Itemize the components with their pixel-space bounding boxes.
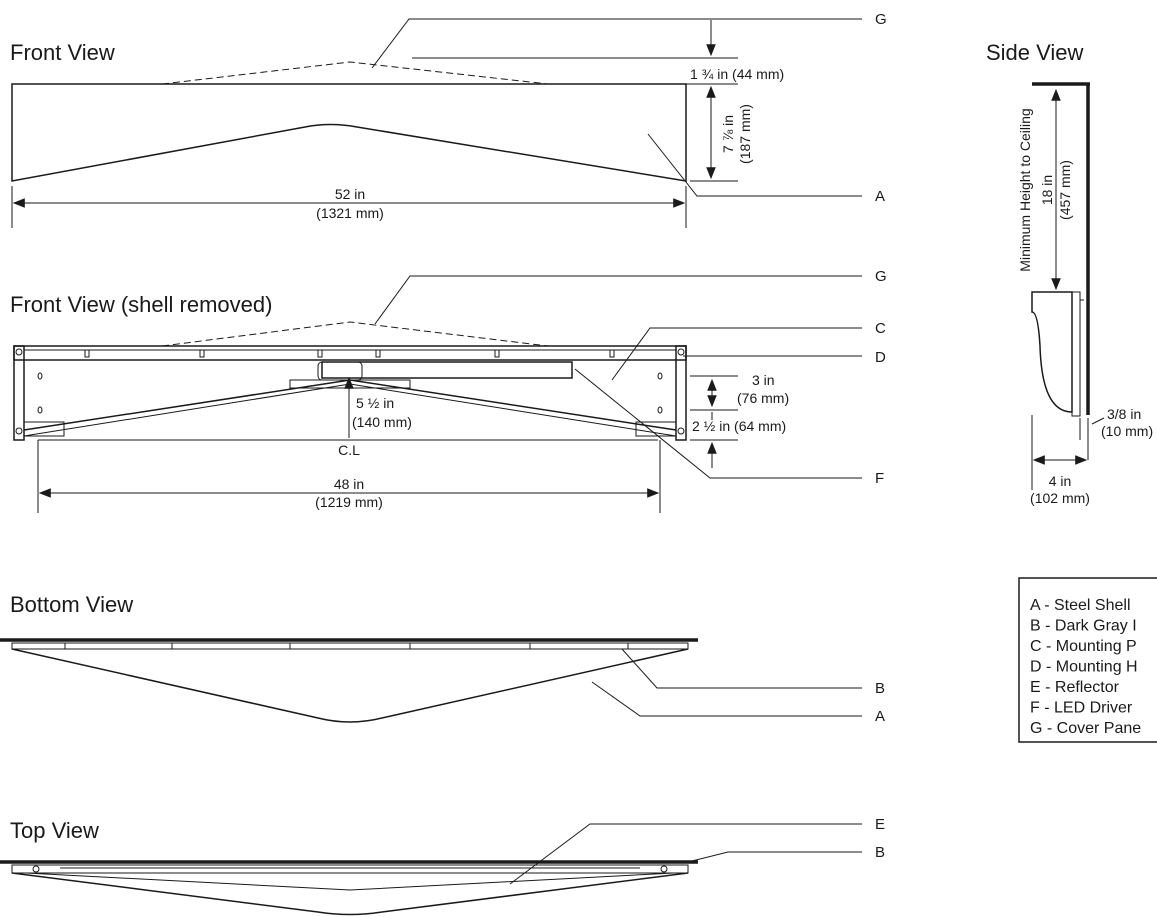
shell-height-in: 7 ⅞ in bbox=[720, 115, 736, 153]
bottom-callout-b: B bbox=[875, 680, 885, 697]
led-driver bbox=[321, 361, 573, 379]
top-leader-b bbox=[687, 851, 862, 863]
top-view-title: Top View bbox=[10, 818, 99, 843]
cover-height-label: 1 ¾ in (44 mm) bbox=[690, 66, 784, 82]
front-view-shell-removed: Front View (shell removed) bbox=[10, 268, 887, 513]
front-view: Front View 52 in (1321 mm) 1 ¾ in (44 mm… bbox=[10, 11, 887, 228]
front-width-in: 52 in bbox=[335, 186, 365, 202]
top-callout-e: E bbox=[875, 816, 885, 833]
gap-mm: (10 mm) bbox=[1101, 423, 1153, 439]
shell-leader-f bbox=[574, 368, 862, 479]
shell-height-mm: (187 mm) bbox=[737, 104, 753, 164]
depth-mm: (102 mm) bbox=[1030, 490, 1090, 506]
side-view-title: Side View bbox=[986, 40, 1084, 65]
shell-removed-cover-outline bbox=[161, 321, 549, 347]
mounting-hole bbox=[657, 372, 663, 380]
front-leader-g bbox=[371, 18, 862, 69]
legend-item: G - Cover Pane bbox=[1030, 720, 1141, 737]
legend-item: E - Reflector bbox=[1030, 679, 1120, 696]
front-leader-a bbox=[647, 133, 862, 197]
front-callout-a: A bbox=[875, 188, 885, 205]
mounting-hole bbox=[657, 406, 663, 414]
top-reflector-outline bbox=[25, 872, 675, 891]
shell-callout-f: F bbox=[875, 470, 884, 487]
depth-in: 4 in bbox=[1049, 473, 1072, 489]
ceiling-clearance-label: Minimum Height to Ceiling bbox=[1017, 108, 1033, 271]
legend-item: D - Mounting H bbox=[1030, 659, 1138, 676]
side-view: Side View Minimum Height to Ceiling 18 i… bbox=[986, 40, 1153, 506]
front-view-title: Front View bbox=[10, 40, 115, 65]
mount-width-mm: (1219 mm) bbox=[315, 494, 383, 510]
bottom-leader-a bbox=[591, 681, 862, 717]
center-drop-mm: (140 mm) bbox=[352, 414, 412, 430]
legend-item: A - Steel Shell bbox=[1030, 597, 1131, 614]
left-end-bracket bbox=[13, 345, 25, 441]
hole-spacing-mm: (76 mm) bbox=[737, 390, 789, 406]
shell-callout-c: C bbox=[875, 320, 886, 337]
shell-leader-g bbox=[374, 275, 862, 325]
bottom-shell-outline bbox=[11, 648, 689, 723]
front-shell-outline bbox=[11, 83, 687, 182]
side-fixture-profile bbox=[1031, 291, 1073, 413]
ceiling-clearance-mm: (457 mm) bbox=[1057, 160, 1073, 220]
legend-item: F - LED Driver bbox=[1030, 700, 1133, 717]
rail-tabs bbox=[84, 350, 615, 358]
bottom-leader-b bbox=[621, 648, 862, 689]
gap-in: 3/8 in bbox=[1107, 406, 1141, 422]
mounting-hole bbox=[37, 406, 43, 414]
top-leader-e bbox=[509, 823, 862, 885]
lower-offset-label: 2 ½ in (64 mm) bbox=[692, 418, 786, 434]
mounting-rail bbox=[13, 345, 687, 361]
mount-width-in: 48 in bbox=[334, 476, 364, 492]
shell-leader-c bbox=[611, 327, 862, 381]
right-end-bracket bbox=[675, 345, 687, 441]
front-width-mm: (1321 mm) bbox=[316, 205, 384, 221]
bottom-callout-a: A bbox=[875, 708, 885, 725]
shell-callout-d: D bbox=[875, 349, 886, 366]
bottom-view-title: Bottom View bbox=[10, 592, 133, 617]
center-drop-in: 5 ½ in bbox=[356, 395, 394, 411]
hole-spacing-in: 3 in bbox=[752, 372, 775, 388]
bottom-view: Bottom View B A bbox=[0, 592, 885, 725]
legend-item: C - Mounting P bbox=[1030, 638, 1137, 655]
ceiling-clearance-in: 18 in bbox=[1039, 175, 1055, 205]
front-cover-panel-outline bbox=[161, 61, 549, 85]
mounting-hole bbox=[37, 372, 43, 380]
top-shell-outline bbox=[11, 872, 689, 916]
centerline-label: C.L bbox=[338, 442, 360, 458]
shell-removed-view-title: Front View (shell removed) bbox=[10, 292, 272, 317]
front-callout-g: G bbox=[875, 11, 887, 28]
legend-box: A - Steel Shell B - Dark Gray I C - Mounti… bbox=[1018, 577, 1157, 743]
top-callout-b: B bbox=[875, 844, 885, 861]
top-view: Top View E B bbox=[0, 816, 885, 916]
legend-item: B - Dark Gray I bbox=[1030, 618, 1137, 635]
shell-callout-g: G bbox=[875, 268, 887, 285]
